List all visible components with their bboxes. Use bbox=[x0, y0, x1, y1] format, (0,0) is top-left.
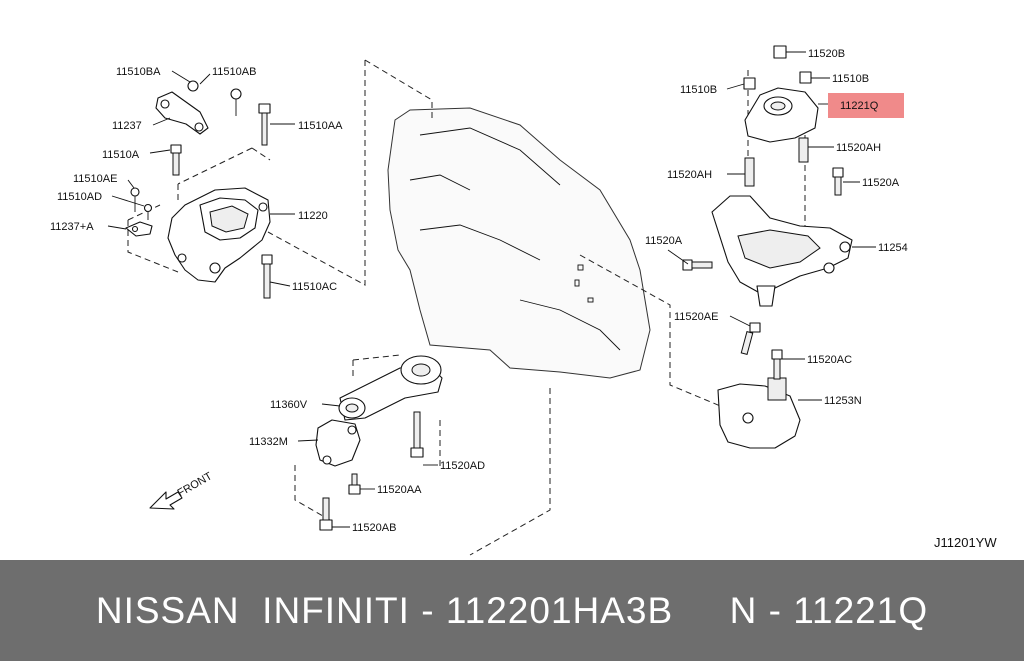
bracket-11254[interactable] bbox=[711, 195, 853, 307]
bolt-11520ad[interactable] bbox=[410, 411, 424, 458]
torque-rod-11360v[interactable] bbox=[338, 355, 443, 421]
stud-11520ah-left[interactable] bbox=[744, 157, 755, 187]
label-11237[interactable]: 11237 bbox=[112, 120, 142, 132]
bolt-11520a-right[interactable] bbox=[832, 167, 844, 196]
label-11510ba[interactable]: 11510BA bbox=[116, 66, 161, 78]
label-11520ac[interactable]: 11520AC bbox=[807, 354, 852, 366]
part-number-caption: NISSAN INFINITI - 112201HA3B N - 11221Q bbox=[95, 589, 929, 631]
bolt-11510ab[interactable] bbox=[230, 88, 242, 116]
stud-11520ah-right[interactable] bbox=[798, 137, 809, 163]
bolt-11520ab[interactable] bbox=[319, 497, 333, 531]
bolt-11510ae[interactable] bbox=[130, 187, 140, 212]
footer-bar: NISSAN INFINITI - 112201HA3B N - 11221Q bbox=[0, 560, 1024, 661]
label-11332m[interactable]: 11332M bbox=[249, 436, 288, 448]
label-11520aa[interactable]: 11520AA bbox=[377, 484, 422, 496]
bolt-11510a[interactable] bbox=[170, 144, 182, 176]
label-11520ad[interactable]: 11520AD bbox=[440, 460, 485, 472]
mount-11220[interactable] bbox=[167, 187, 271, 283]
mount-11221q[interactable] bbox=[744, 87, 819, 143]
bolt-11520aa[interactable] bbox=[348, 473, 361, 495]
mount-11253n[interactable] bbox=[717, 377, 801, 449]
front-arrow-icon bbox=[149, 491, 183, 510]
label-11520ah-left[interactable]: 11520AH bbox=[667, 169, 712, 181]
label-11510b-left[interactable]: 11510B bbox=[680, 84, 717, 96]
label-11510a[interactable]: 11510A bbox=[102, 149, 140, 161]
label-11360v[interactable]: 11360V bbox=[270, 399, 308, 411]
label-11520a-left[interactable]: 11520A bbox=[645, 235, 683, 247]
label-11510ab[interactable]: 11510AB bbox=[212, 66, 256, 78]
label-11520b[interactable]: 11520B bbox=[808, 48, 845, 60]
part-labels: 11510BA 11510AB 11237 11510AA 11510A 115… bbox=[50, 48, 908, 534]
phantom-lines bbox=[127, 59, 806, 556]
front-direction-indicator: FRONT bbox=[149, 470, 215, 510]
label-11510ac[interactable]: 11510AC bbox=[292, 281, 337, 293]
label-11254[interactable]: 11254 bbox=[878, 242, 908, 254]
nut-11520b[interactable] bbox=[773, 45, 787, 59]
engine-mount-diagram: 11510BA 11510AB 11237 11510AA 11510A 115… bbox=[50, 45, 997, 556]
diagram-code: J11201YW bbox=[934, 535, 997, 550]
label-11520ab[interactable]: 11520AB bbox=[352, 522, 396, 534]
bolt-11510aa[interactable] bbox=[258, 103, 271, 146]
bolt-11520a-left[interactable] bbox=[682, 259, 713, 271]
label-11510aa[interactable]: 11510AA bbox=[298, 120, 343, 132]
front-label: FRONT bbox=[176, 470, 215, 499]
label-11520ae[interactable]: 11520AE bbox=[674, 311, 718, 323]
label-11510ad[interactable]: 11510AD bbox=[57, 191, 102, 203]
bracket-11237[interactable] bbox=[155, 80, 209, 135]
bracket-11332m[interactable] bbox=[315, 419, 361, 467]
nut-11510b-right[interactable] bbox=[799, 71, 812, 84]
label-11510ae[interactable]: 11510AE bbox=[73, 173, 117, 185]
bolt-11510ac[interactable] bbox=[261, 254, 273, 299]
bolt-11520ae[interactable] bbox=[740, 322, 761, 356]
label-11510b-right[interactable]: 11510B bbox=[832, 73, 869, 85]
label-11520a-right[interactable]: 11520A bbox=[862, 177, 900, 189]
bracket-11237-a[interactable] bbox=[125, 221, 153, 237]
parts-diagram: 11510BA 11510AB 11237 11510AA 11510A 115… bbox=[50, 45, 998, 556]
label-11520ah-right[interactable]: 11520AH bbox=[836, 142, 881, 154]
label-11220[interactable]: 11220 bbox=[298, 210, 328, 222]
label-11237-a[interactable]: 11237+A bbox=[50, 221, 94, 233]
engine-block-outline bbox=[387, 107, 651, 379]
highlight-box-11221q bbox=[828, 93, 904, 118]
nut-11510b-left[interactable] bbox=[743, 77, 756, 90]
label-11221q[interactable]: 11221Q bbox=[840, 100, 879, 112]
stud-11520ac[interactable] bbox=[771, 349, 783, 380]
leader-lines bbox=[107, 51, 876, 528]
label-11253n[interactable]: 11253N bbox=[824, 395, 862, 407]
bolt-11510ad[interactable] bbox=[143, 203, 153, 221]
